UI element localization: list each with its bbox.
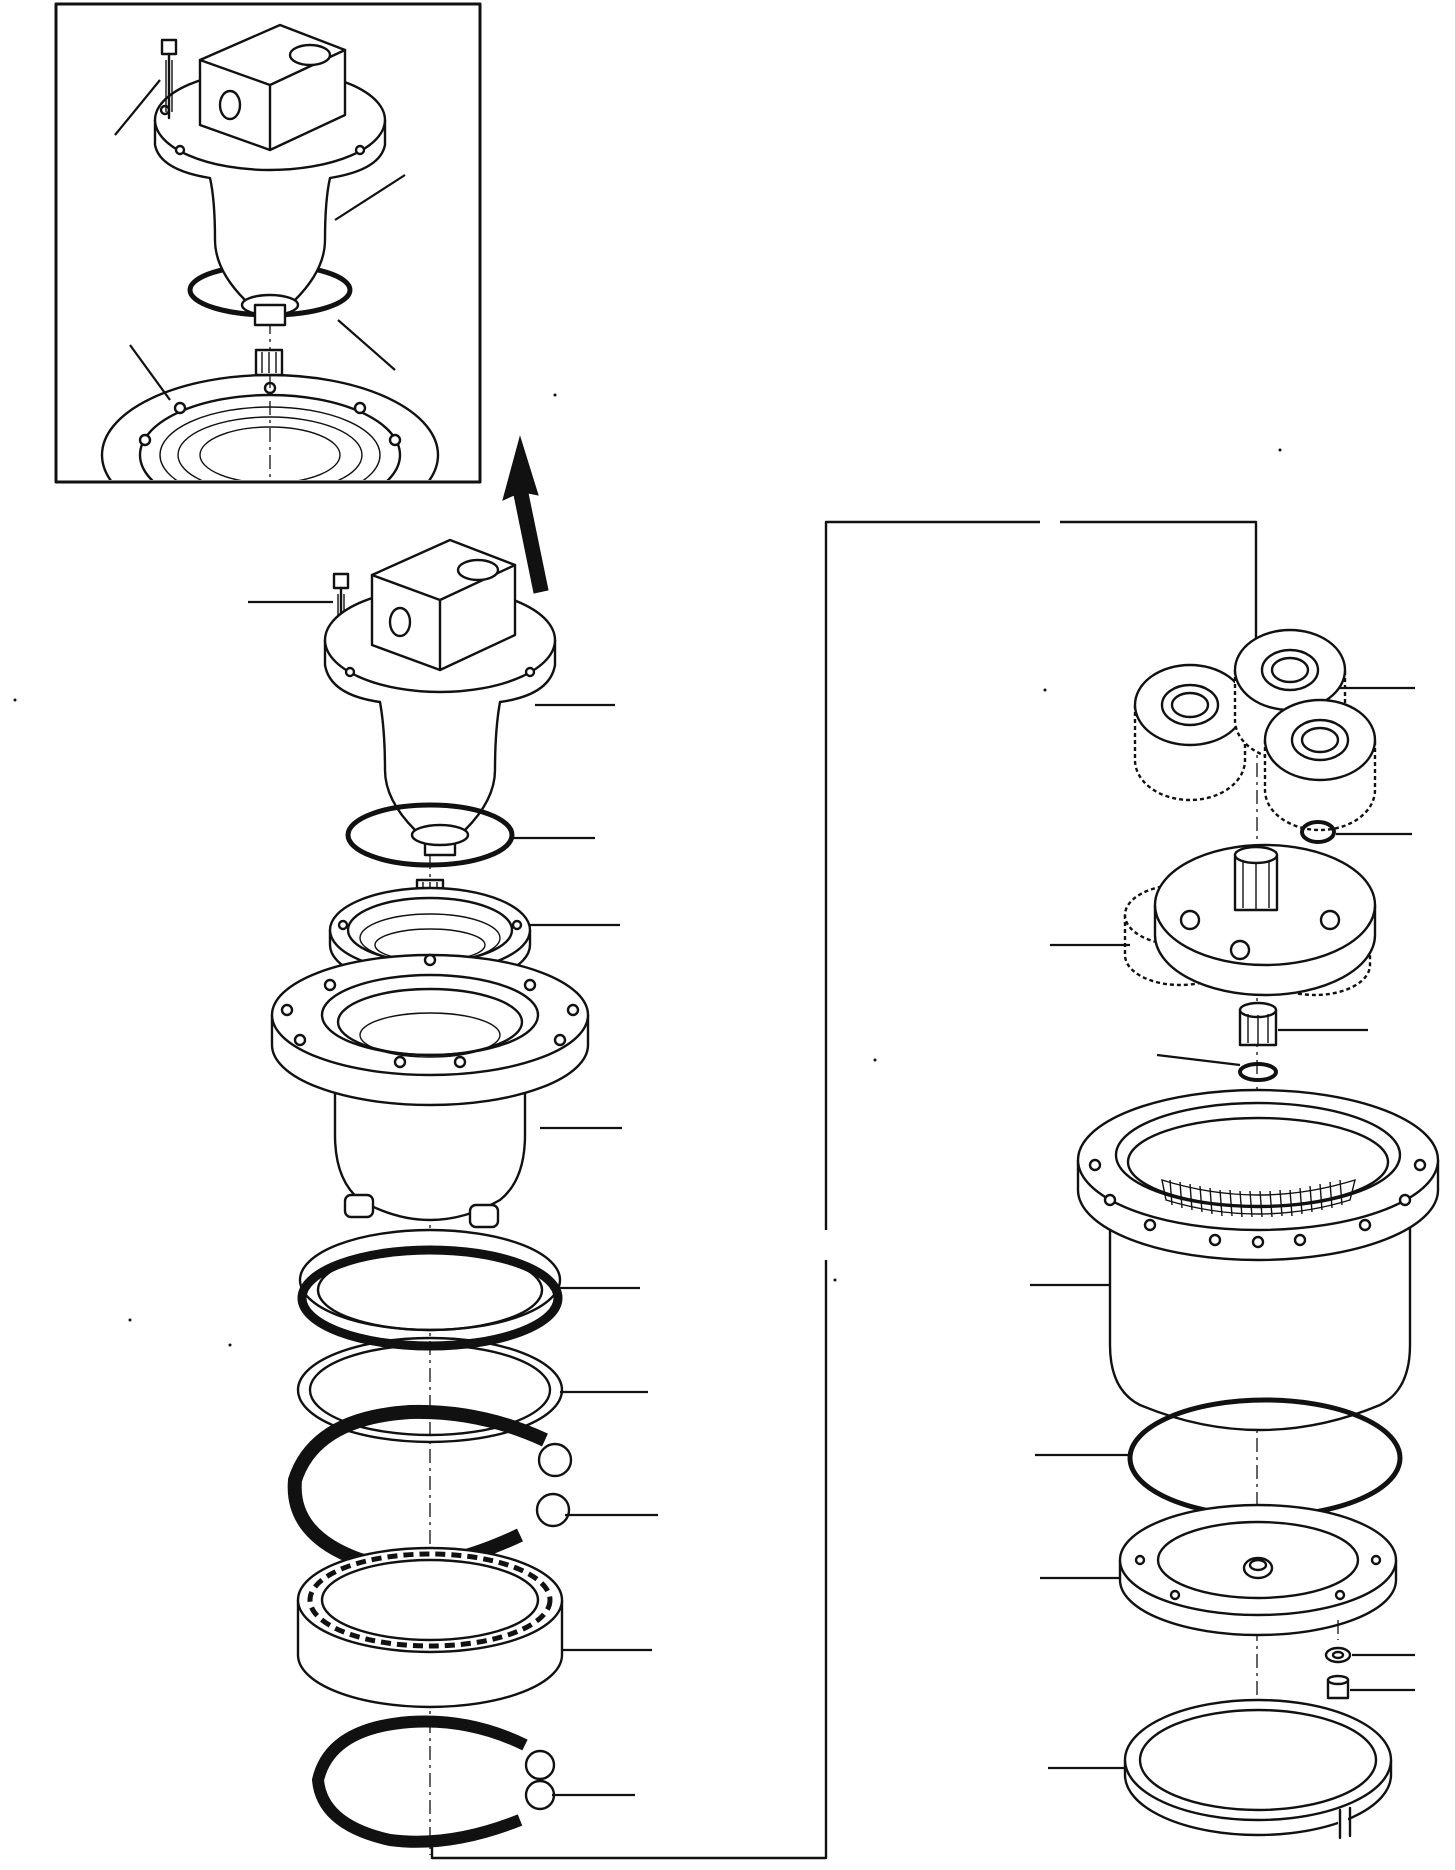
right-planet-gears xyxy=(1133,628,1415,832)
right-washer xyxy=(1324,1620,1415,1664)
left-assembly xyxy=(248,538,658,1855)
inset-detail xyxy=(54,2,482,484)
inset-motor xyxy=(153,23,387,327)
right-assembly xyxy=(1030,628,1440,1840)
right-plug xyxy=(1326,1674,1415,1700)
right-ring-gear-housing xyxy=(1030,1088,1440,1432)
right-thrust-ring xyxy=(1156,1053,1278,1082)
right-retaining-ring xyxy=(1048,1698,1393,1840)
right-sun-gear xyxy=(1238,1001,1368,1047)
inset-capscrew xyxy=(160,38,178,120)
left-roller-bearing xyxy=(296,1546,652,1709)
arrow-up-icon xyxy=(502,435,549,594)
right-carrier xyxy=(1050,843,1377,997)
left-snap-ring-lower xyxy=(311,1715,635,1848)
scan-specks xyxy=(13,393,1282,1347)
connection-bracket xyxy=(430,519,1258,1860)
left-o-ring xyxy=(345,802,595,868)
left-ring xyxy=(296,1336,648,1444)
left-housing-flange xyxy=(270,953,622,1229)
left-snap-ring-upper xyxy=(287,1404,658,1574)
right-small-snap-ring xyxy=(1300,820,1412,844)
left-motor xyxy=(323,538,615,857)
left-seal-ring xyxy=(297,1228,640,1351)
right-cover-plate xyxy=(1040,1503,1398,1637)
